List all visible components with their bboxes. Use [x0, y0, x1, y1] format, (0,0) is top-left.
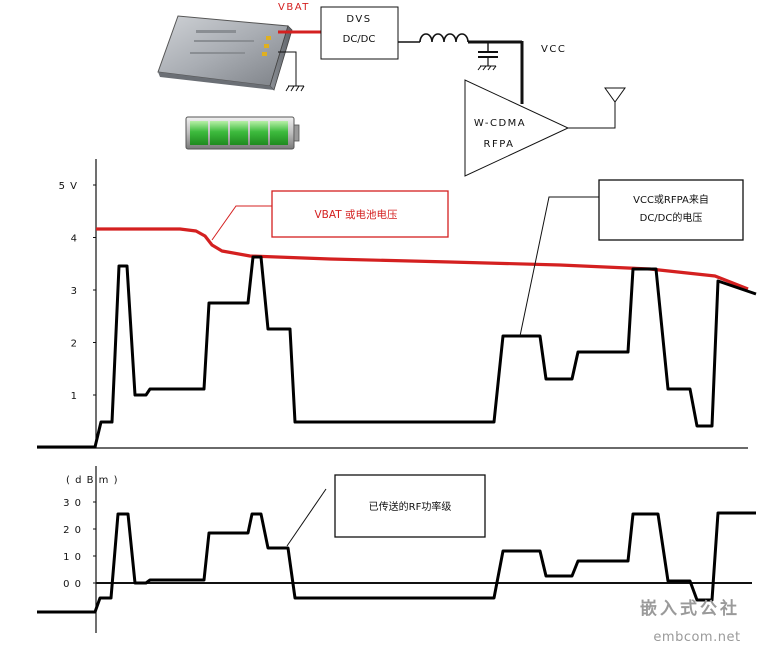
dvs-label: DVS — [346, 14, 371, 25]
dvs-dcdc-block — [320, 6, 399, 60]
vcc-note-box — [598, 179, 744, 241]
dbm-tick-label: 1 0 — [63, 552, 82, 563]
battery-pack-icon — [157, 15, 293, 91]
vbat-note-leader — [211, 205, 272, 241]
watermark-brand: 嵌入式公社 — [640, 598, 740, 619]
schematic: VBAT DVS DC/DC — [157, 2, 626, 177]
dcdc-label: DC/DC — [343, 34, 376, 45]
vcc-note-leader — [519, 196, 599, 337]
antenna-icon — [568, 87, 626, 129]
vcc-label: VCC — [541, 44, 566, 55]
watermark: 嵌入式公社 embcom.net — [640, 598, 740, 645]
rf-note-leader — [286, 488, 327, 547]
upper-plot: 5 V 4 3 2 1 VBAT 或电池电压 VCC或RFPA来自 DC/DC的电压 — [37, 159, 757, 449]
vcc-note-line1: VCC或RFPA来自 — [633, 193, 709, 206]
pa-label-line2: RFPA — [484, 139, 515, 150]
rfpa-amplifier — [464, 79, 570, 177]
inductor-icon — [398, 33, 522, 44]
vbat-note-text: VBAT 或电池电压 — [314, 208, 398, 221]
voltage-tick-label: 3 — [71, 286, 78, 297]
battery-charge-icon — [185, 116, 300, 150]
voltage-tick-label: 4 — [71, 234, 78, 245]
lower-tick-labels: 3 0 2 0 1 0 0 0 — [63, 498, 96, 590]
dbm-tick-label: 2 0 — [63, 525, 82, 536]
voltage-tick-label: 1 — [71, 391, 78, 402]
battery-ground-icon — [278, 51, 305, 92]
rf-power-trace — [37, 511, 756, 614]
watermark-url: embcom.net — [653, 630, 740, 645]
vbat-note-box — [271, 190, 449, 238]
vcc-trace — [37, 255, 757, 449]
pa-label-line1: W-CDMA — [474, 118, 526, 129]
voltage-tick-label: 5 V — [59, 181, 78, 192]
rf-note-text: 已传送的RF功率级 — [369, 500, 452, 513]
dbm-tick-label: 0 0 — [63, 579, 82, 590]
dbm-unit-label: ( d B m ) — [66, 475, 118, 486]
capacitor-icon — [477, 42, 498, 71]
rf-note-box — [334, 474, 486, 538]
upper-tick-labels: 5 V 4 3 2 1 — [59, 181, 96, 402]
vbat-label: VBAT — [278, 2, 310, 13]
voltage-tick-label: 2 — [71, 339, 78, 350]
lower-plot: ( d B m ) 3 0 2 0 1 0 0 0 已传送的RF功率级 — [37, 466, 756, 633]
vcc-note-line2: DC/DC的电压 — [640, 211, 703, 224]
dbm-tick-label: 3 0 — [63, 498, 82, 509]
